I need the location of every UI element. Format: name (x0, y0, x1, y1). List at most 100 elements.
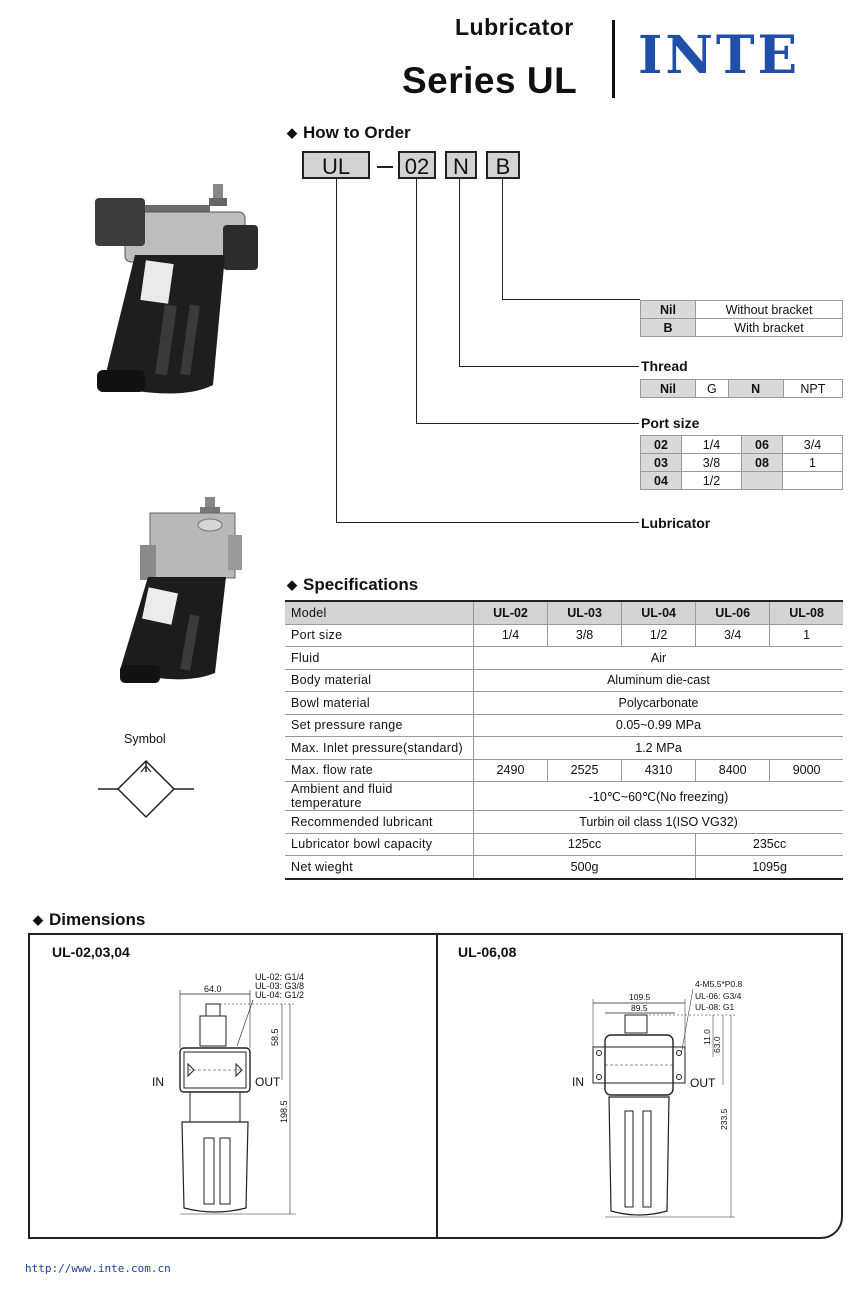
lubricator-symbol (98, 759, 194, 819)
label-in: IN (572, 1075, 584, 1089)
table-cell: Nil (640, 300, 696, 319)
product-photo-large (95, 184, 258, 394)
dimensions-panel (28, 933, 843, 1239)
table-cell: 2525 (547, 759, 622, 782)
table-cell: N (727, 379, 784, 398)
dimension-right-title: UL-06,08 (458, 944, 517, 960)
table-cell: 9000 (769, 759, 843, 782)
table-cell: 1/4 (681, 435, 742, 454)
table-cell: Body material (285, 669, 474, 692)
table-cell: Net wieght (285, 855, 474, 880)
drawing-ul-02-04: 64.0 UL-02: G1/4 UL-03: G3/8 UL-04: G1/2… (152, 972, 304, 1215)
table-cell: 1 (782, 453, 843, 472)
table-cell: 235cc (695, 833, 843, 856)
thread-table: Nil G N NPT (640, 379, 844, 398)
table-cell: Lubricator bowl capacity (285, 833, 474, 856)
table-cell: Fluid (285, 646, 474, 670)
specifications-table: Model UL-02 UL-03 UL-04 UL-06 UL-08 Port… (285, 600, 843, 880)
table-cell: 04 (640, 471, 682, 490)
product-title: Series UL (402, 60, 578, 101)
table-cell (782, 471, 843, 490)
dim-port-label: UL-02: G1/4 (255, 972, 304, 982)
table-row: Bowl material Polycarbonate (285, 691, 843, 715)
leader-thread-h (459, 366, 639, 367)
header-divider (612, 20, 615, 98)
table-cell: 2490 (472, 759, 548, 782)
leader-bracket-v (502, 179, 503, 300)
table-row: Max. flow rate 2490 2525 4310 8400 9000 (285, 759, 843, 782)
dimensions-divider (436, 933, 438, 1239)
table-cell: 3/4 (695, 624, 770, 647)
dim-port-label: UL-03: G3/8 (255, 981, 304, 991)
dim-port-label: UL-04: G1/2 (255, 990, 304, 1000)
code-port: 02 (398, 151, 436, 179)
leader-series-h (336, 522, 639, 523)
table-cell: Ambient and fluid temperature (285, 781, 474, 811)
how-to-order-title: ◆How to Order (287, 123, 411, 142)
label-in: IN (152, 1075, 164, 1089)
table-cell: 125cc (472, 833, 696, 856)
table-cell: Port size (285, 624, 474, 647)
bracket-table: Nil Without bracket B With bracket (640, 300, 843, 337)
table-cell: Set pressure range (285, 714, 474, 737)
table-cell: 1 (769, 624, 843, 647)
table-cell: 08 (741, 453, 783, 472)
code-dash (377, 166, 393, 168)
table-row: 03 3/8 08 1 (640, 453, 843, 472)
dim-upper-a: 63.0 (712, 1036, 722, 1053)
table-cell: 3/4 (782, 435, 843, 454)
table-row: 02 1/4 06 3/4 (640, 435, 843, 454)
footer-url[interactable]: http://www.inte.com.cn (25, 1262, 171, 1275)
table-cell: 3/8 (681, 453, 742, 472)
leader-port-v (416, 179, 417, 424)
dim-screw: 4-M5.5*P0.8 (695, 979, 743, 989)
label-out: OUT (255, 1075, 281, 1089)
drawing-ul-06-08: 109.5 89.5 4-M5.5*P0.8 UL-06: G3/4 UL-08… (572, 979, 743, 1218)
table-row: Nil G N NPT (640, 379, 844, 398)
table-row: Fluid Air (285, 646, 843, 670)
table-row: B With bracket (640, 318, 843, 337)
table-cell: 02 (640, 435, 682, 454)
product-photo-small (120, 497, 242, 683)
port-size-label: Port size (641, 415, 700, 431)
table-row: Set pressure range 0.05~0.99 MPa (285, 714, 843, 737)
dim-width-outer: 109.5 (629, 992, 651, 1002)
dim-width: 64.0 (204, 984, 222, 994)
leader-thread-v (459, 179, 460, 367)
dim-height: 198.5 (279, 1100, 289, 1123)
thread-label: Thread (641, 358, 688, 374)
port-size-table: 02 1/4 06 3/4 03 3/8 08 1 04 1/2 (640, 435, 843, 490)
table-cell: With bracket (695, 318, 843, 337)
table-row: 04 1/2 (640, 471, 843, 490)
table-cell: UL-04 (621, 600, 696, 625)
table-cell: Air (473, 646, 843, 670)
table-cell: Recommended lubricant (285, 810, 474, 834)
table-cell: NPT (782, 379, 844, 398)
symbol-label: Symbol (124, 732, 166, 746)
code-bracket: B (486, 151, 520, 179)
lubricator-label: Lubricator (641, 515, 711, 531)
table-cell: Max. Inlet pressure(standard) (285, 736, 474, 760)
brand-logo: INTE (638, 25, 801, 86)
leader-series-v (336, 179, 337, 523)
leader-bracket-h (502, 299, 640, 300)
dim-port-label: UL-06: G3/4 (695, 991, 742, 1001)
table-cell: 03 (640, 453, 682, 472)
table-cell: 8400 (695, 759, 770, 782)
table-cell: -10℃~60℃(No freezing) (473, 781, 843, 811)
dim-height: 233.5 (719, 1108, 729, 1130)
dimension-left-title: UL-02,03,04 (52, 944, 130, 960)
table-row: Lubricator bowl capacity 125cc 235cc (285, 833, 843, 856)
table-cell: 4310 (621, 759, 696, 782)
product-subtitle: Lubricator (455, 14, 574, 40)
specifications-title: ◆Specifications (287, 575, 419, 594)
table-cell: 500g (472, 855, 696, 880)
table-cell: 1/2 (681, 471, 742, 490)
table-cell: 1/4 (472, 624, 548, 647)
dimensions-title: ◆Dimensions (33, 910, 146, 929)
table-cell: Polycarbonate (473, 691, 843, 715)
label-out: OUT (690, 1076, 716, 1090)
table-cell: Turbin oil class 1(ISO VG32) (473, 810, 843, 834)
table-cell: Model (285, 600, 474, 625)
table-cell: UL-03 (547, 600, 622, 625)
